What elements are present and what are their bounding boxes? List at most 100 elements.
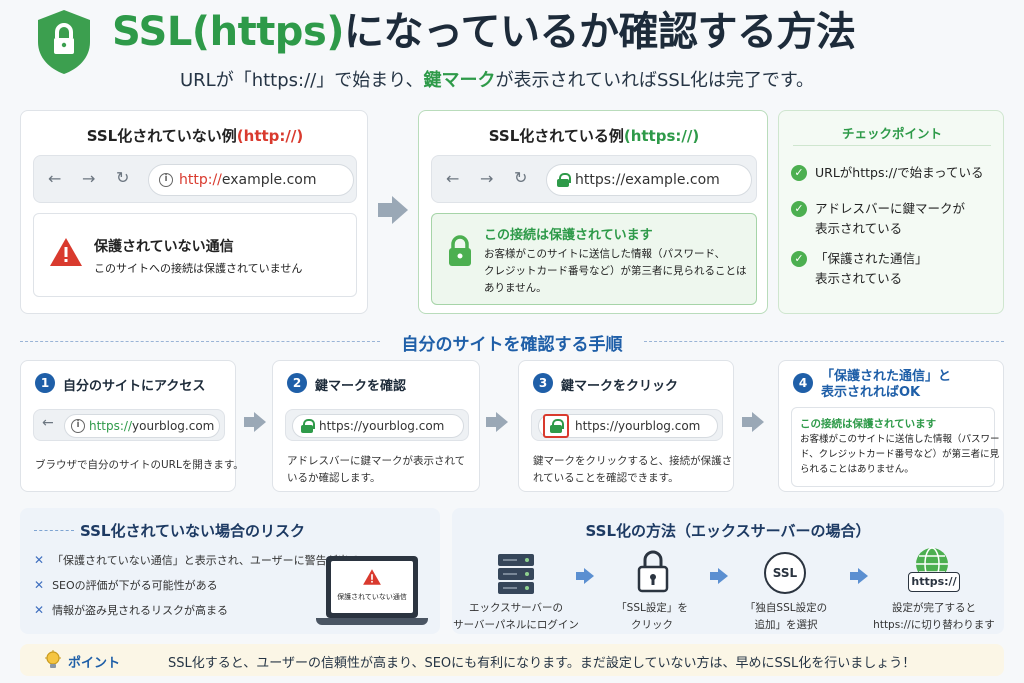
point-text: SSL化すると、ユーザーの信頼性が高まり、SEOにも有利になります。まだ設定して…: [168, 656, 916, 671]
ssl-example-panel: SSL化されている例(https://) ← → ↻ https://examp…: [418, 110, 768, 314]
subtitle-key: 鍵マーク: [423, 70, 496, 91]
padlock-icon: [637, 550, 669, 593]
risk-item: ✕ SEOの評価が下がる可能性がある: [34, 577, 360, 593]
back-arrow-icon[interactable]: ←: [42, 415, 54, 431]
method-caption: 「独自SSL設定の 追加」を選択: [734, 600, 838, 634]
check-icon: ✓: [791, 251, 807, 267]
step-number: 3: [533, 373, 553, 393]
methods-panel: SSL化の方法（エックスサーバーの場合） エックスサーバーの サーバーパネルにロ…: [452, 508, 1004, 634]
risks-panel: SSL化されていない場合のリスク ✕ 「保護されていない通信」と表示され、ユーザー…: [20, 508, 440, 634]
url-scheme: https://: [89, 419, 133, 433]
arrow-right-icon: [378, 196, 408, 224]
secure-desc-line: ありません。: [484, 282, 547, 294]
url-text: https://yourblog.com: [89, 419, 214, 433]
step-card-4: 4 「保護された通信」と 表示されればOK この接続は保護されています お客様が…: [778, 360, 1004, 492]
back-arrow-icon[interactable]: ←: [446, 169, 460, 188]
address-bar[interactable]: i http://example.com: [148, 164, 354, 196]
secure-title: この接続は保護されています: [484, 228, 653, 243]
secure-connection-box: この接続は保護されています お客様がこのサイトに送信した情報（パスワー ド、クレ…: [791, 407, 1000, 487]
step-number: 1: [35, 373, 55, 393]
step-desc-line: れていることを確認できます。: [533, 472, 679, 484]
step-card-3: 3 鍵マークをクリック https://yourblog.com 鍵マークをクリ…: [518, 360, 734, 492]
ssl-title-text: SSL化されている例: [488, 127, 624, 145]
page-subtitle: URLが「https://」で始まり、鍵マークが表示されていればSSL化は完了で…: [180, 66, 814, 92]
browser-bar: https://yourblog.com: [285, 409, 469, 441]
risks-title: SSL化されていない場合のリスク: [80, 522, 306, 540]
reload-icon[interactable]: ↻: [116, 168, 130, 187]
ssl-title-proto: (https://): [623, 127, 700, 145]
secure-desc: お客様がこのサイトに送信した情報（パスワー ド、クレジットカード番号など）が第三…: [800, 432, 1000, 477]
secure-desc-line: お客様がこのサイトに送信した情報（パスワード、: [484, 248, 726, 260]
checkpoint-text: アドレスバーに鍵マークが: [815, 201, 966, 216]
subtitle-post: が表示されていればSSL化は完了です。: [495, 70, 815, 91]
address-bar[interactable]: i https://yourblog.com: [64, 414, 220, 438]
method-caption-line: 追加」を選択: [754, 619, 818, 631]
method-caption-line: エックスサーバーの: [468, 602, 564, 614]
step-title-line: 「保護された通信」と: [821, 369, 952, 384]
method-caption-line: 「SSL設定」を: [616, 602, 688, 614]
address-bar[interactable]: https://yourblog.com: [292, 414, 464, 438]
checkpoint-item: ✓ 「保護された通信」表示されている: [791, 251, 928, 289]
warning-triangle-icon: [50, 238, 82, 266]
arrow-right-icon: [486, 412, 508, 432]
step-desc: アドレスバーに鍵マークが表示されて いるか確認します。: [287, 453, 465, 487]
risk-text: 「保護されていない通信」と表示され、ユーザーに警告が出る: [52, 554, 360, 567]
warning-box: 保護されていない通信 このサイトへの接続は保護されていません: [33, 213, 357, 297]
step-desc-line: いるか確認します。: [287, 472, 381, 484]
laptop-icon: 保護されていない通信: [316, 556, 428, 632]
step-title: 「保護された通信」と 表示されればOK: [821, 369, 951, 401]
risk-item: ✕ 「保護されていない通信」と表示され、ユーザーに警告が出る: [34, 552, 360, 568]
subtitle-pre: URLが「https://」で始まり、: [180, 70, 424, 91]
methods-title: SSL化の方法（エックスサーバーの場合）: [585, 522, 871, 540]
url-scheme: http://: [179, 172, 222, 188]
lock-highlight[interactable]: [543, 414, 569, 438]
lock-icon[interactable]: [557, 173, 571, 187]
info-icon: i: [159, 173, 173, 187]
reload-icon[interactable]: ↻: [514, 168, 528, 187]
method-caption-line: サーバーパネルにログイン: [453, 619, 579, 631]
step-desc-line: 鍵マークをクリックすると、接続が保護さ: [533, 455, 733, 467]
back-arrow-icon[interactable]: ←: [48, 169, 62, 188]
arrow-right-icon: [710, 568, 728, 584]
secure-desc-line: られることはありません。: [800, 464, 914, 475]
steps-section-title: 自分のサイトを確認する手順: [401, 335, 623, 355]
divider: [20, 341, 380, 342]
checkpoint-text: 表示されている: [815, 271, 903, 286]
page-title-ssl: SSL(https): [112, 9, 345, 55]
arrow-right-icon: [576, 568, 594, 584]
lock-icon[interactable]: [301, 419, 315, 433]
server-icon: [498, 554, 534, 594]
lock-icon[interactable]: [550, 419, 564, 433]
checkpoint-text: 「保護された通信」: [815, 251, 928, 266]
risk-item: ✕情報が盗み見されるリスクが高まる: [34, 602, 360, 618]
url-text: https://yourblog.com: [575, 419, 701, 433]
risk-text: SEOの評価が下がる可能性がある: [52, 579, 218, 592]
secure-title: この接続は保護されています: [800, 418, 937, 430]
divider: [644, 341, 1004, 342]
step-title: 鍵マークを確認: [315, 379, 407, 394]
divider: [34, 530, 74, 531]
arrow-right-icon: [244, 412, 266, 432]
method-caption: 「SSL設定」を クリック: [602, 600, 702, 634]
lightbulb-icon: [45, 650, 61, 668]
arrow-right-icon: [850, 568, 868, 584]
step-title: 鍵マークをクリック: [561, 379, 679, 394]
x-icon: ✕: [34, 553, 45, 567]
check-icon: ✓: [791, 165, 807, 181]
url-host: example.com: [221, 172, 317, 188]
address-bar[interactable]: https://example.com: [546, 164, 752, 196]
ssl-panel-title: SSL化されている例(https://): [419, 125, 769, 146]
url-host: yourblog.com: [132, 419, 215, 433]
forward-arrow-icon[interactable]: →: [480, 169, 494, 188]
address-bar[interactable]: https://yourblog.com: [538, 414, 718, 438]
forward-arrow-icon[interactable]: →: [82, 169, 96, 188]
warning-desc: このサイトへの接続は保護されていません: [94, 262, 303, 275]
page-title-rest: になっているか確認する方法: [344, 9, 856, 55]
risks-list: ✕ 「保護されていない通信」と表示され、ユーザーに警告が出る ✕ SEOの評価が下が…: [34, 552, 360, 618]
step-desc: ブラウザで自分のサイトのURLを開きます。: [35, 459, 244, 471]
x-icon: ✕: [34, 578, 45, 592]
checkpoint-panel: チェックポイント ✓ URLがhttps://で始まっている ✓ アドレスバーに…: [778, 110, 1004, 314]
checkpoint-title: チェックポイント: [841, 126, 942, 141]
browser-bar: ← → ↻ i http://example.com: [33, 155, 357, 203]
warning-title: 保護されていない通信: [94, 239, 234, 255]
